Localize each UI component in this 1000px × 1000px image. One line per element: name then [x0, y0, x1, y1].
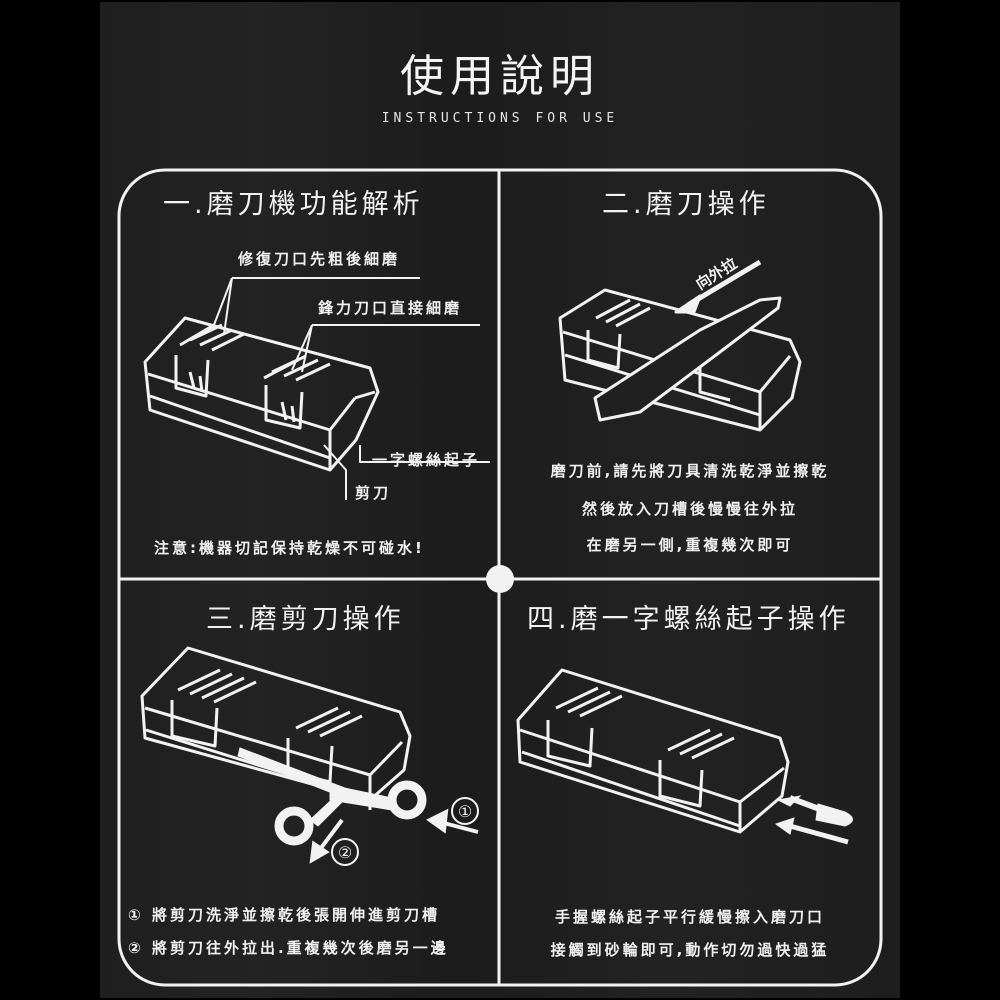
callout-screwdriver-slot: 一字螺絲起子	[372, 451, 481, 469]
callout-scissors-slot: 剪刀	[355, 484, 392, 502]
page-title: 使用說明	[400, 51, 600, 102]
step-markers	[331, 797, 479, 866]
screwdriver-icon	[774, 795, 853, 845]
scissors-step-1: ① 將剪刀洗淨並擦乾後張開伸進剪刀槽	[128, 904, 440, 925]
step-2-marker: ②	[128, 939, 144, 957]
direction-arrows-icon	[309, 808, 479, 864]
scissors-diagram-icon	[140, 646, 412, 810]
section-4-title: 四.磨一字螺絲起子操作	[527, 604, 850, 635]
scissors-step-2: ② 將剪刀往外拉出.重複幾次後磨另一邊	[128, 937, 449, 958]
section-3-title: 三.磨剪刀操作	[206, 604, 405, 635]
section-1-title: 一.磨刀機功能解析	[163, 189, 424, 220]
screwdriver-instruction-line-1: 手握螺絲起子平行緩慢擦入磨刀口	[554, 908, 825, 926]
knife-sharpening-diagram-icon	[558, 259, 802, 432]
caution-note: 注意:機器切記保持乾燥不可碰水!	[154, 539, 425, 557]
marker-one: ①	[458, 802, 472, 821]
center-dot	[486, 565, 514, 593]
callout-coarse-slot: 修復刀口先粗後細磨	[238, 250, 401, 268]
knife-instruction-line-1: 磨刀前,請先將刀具清洗乾淨並擦乾	[550, 462, 830, 480]
sharpener-diagram-icon	[143, 277, 490, 500]
step-2-text: 將剪刀往外拉出.重複幾次後磨另一邊	[151, 939, 449, 957]
page-subtitle: INSTRUCTIONS FOR USE	[381, 111, 619, 126]
scissors-icon	[237, 747, 427, 846]
callout-fine-slot: 鋒力刀口直接細磨	[318, 299, 463, 317]
section-2-title: 二.磨刀操作	[602, 189, 770, 220]
marker-two: ②	[338, 843, 352, 862]
step-1-marker: ①	[128, 906, 144, 924]
screwdriver-diagram-icon	[516, 668, 790, 834]
knife-instruction-line-3: 在磨另一側,重複幾次即可	[586, 536, 794, 554]
screwdriver-instruction-line-2: 接觸到砂輪即可,動作切勿過快過猛	[550, 941, 830, 959]
knife-instruction-line-2: 然後放入刀槽後慢慢往外拉	[581, 500, 798, 518]
step-1-text: 將剪刀洗淨並擦乾後張開伸進剪刀槽	[151, 906, 440, 924]
